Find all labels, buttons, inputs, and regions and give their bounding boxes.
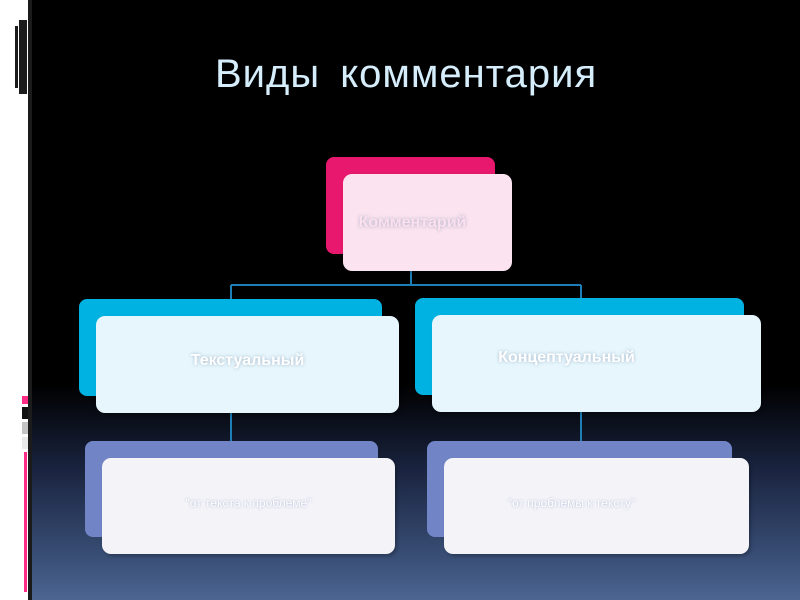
decorative-strip-divider xyxy=(28,0,32,600)
textual-description-text: "от текста к проблеме" xyxy=(185,496,312,510)
textual-node-label: Текстуальный xyxy=(190,351,305,369)
textual-node: Текстуальный xyxy=(96,316,399,413)
root-node-label: Комментарий xyxy=(358,213,467,231)
decorative-blocks-bottom xyxy=(18,396,28,596)
conceptual-description: "от проблемы к тексту" xyxy=(444,458,749,554)
root-node: Комментарий xyxy=(343,174,512,271)
textual-description: "от текста к проблеме" xyxy=(102,458,395,554)
conceptual-node-label: Концептуальный xyxy=(498,348,635,366)
decorative-bars-top xyxy=(15,18,33,98)
slide-title: Виды комментария xyxy=(215,52,598,96)
conceptual-node: Концептуальный xyxy=(432,315,761,412)
conceptual-description-text: "от проблемы к тексту" xyxy=(507,496,636,510)
